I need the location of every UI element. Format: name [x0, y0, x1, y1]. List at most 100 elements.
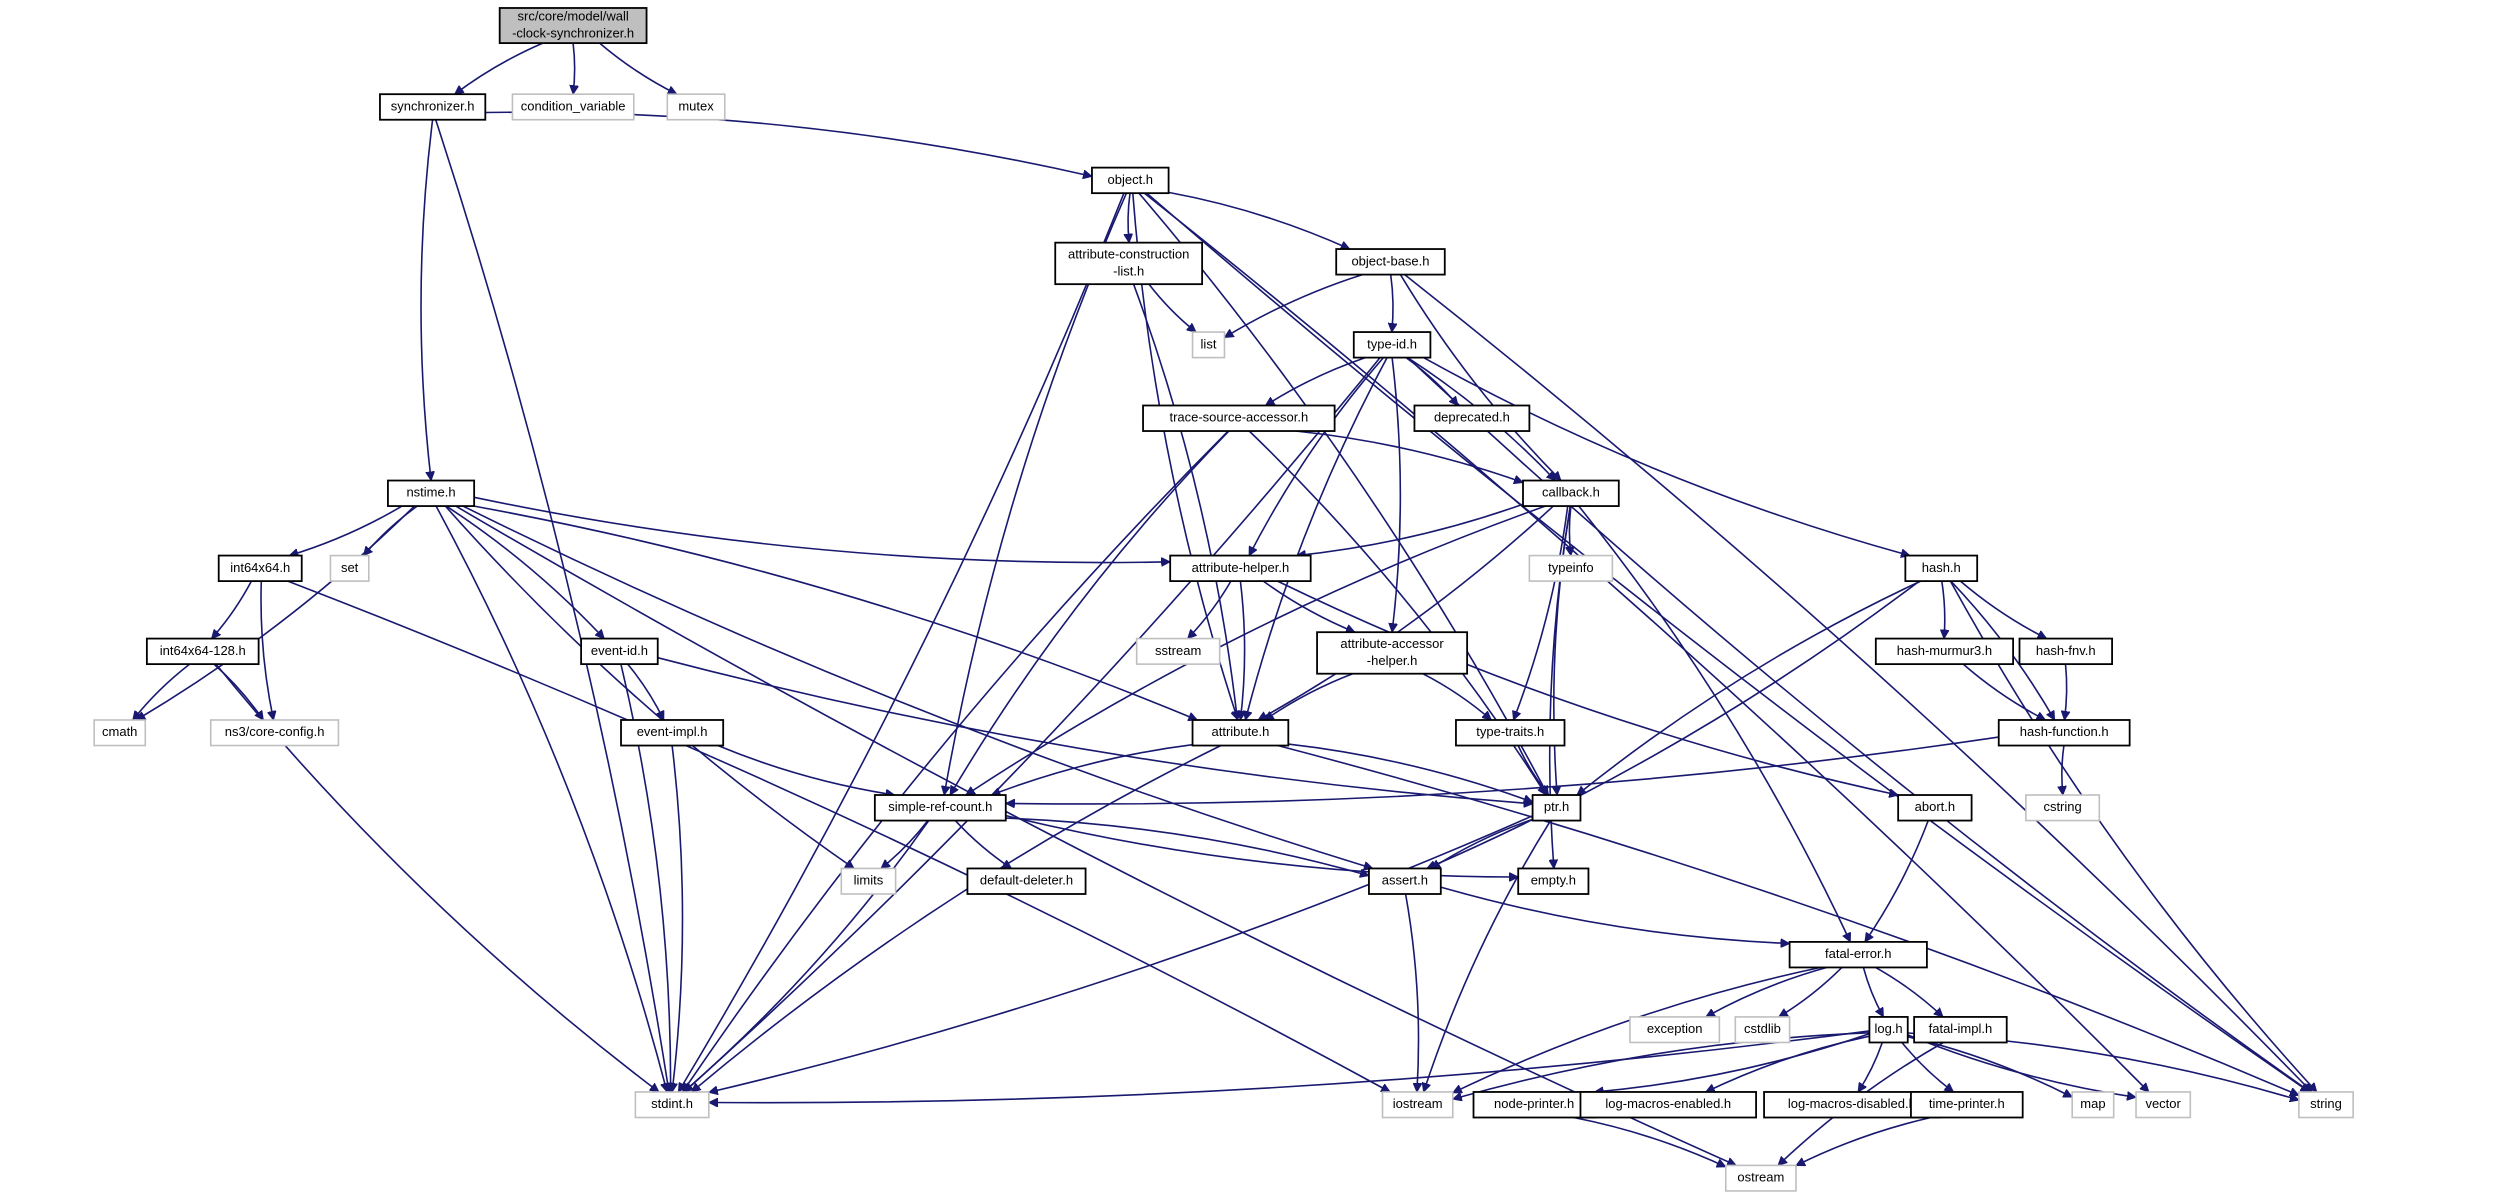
node-log[interactable]: log.h — [1868, 1016, 1909, 1044]
edge-object-to-vector — [1144, 192, 2149, 1092]
node-box — [1517, 867, 1590, 895]
edge-type_id-to-attr_accessor_helper — [1392, 357, 1402, 633]
node-root[interactable]: src/core/model/wall-clock-synchronizer.h — [498, 7, 648, 45]
node-label: object.h — [1108, 172, 1154, 187]
edge-nstime-to-stdint — [435, 505, 667, 1092]
node-type-id[interactable]: type-id.h — [1352, 331, 1432, 359]
edge-trace_source-to-callback — [1295, 430, 1523, 483]
edge-type_id-to-attribute_helper — [1248, 357, 1385, 556]
node-label: event-id.h — [591, 643, 648, 658]
edge-object-to-ptr — [1138, 192, 1549, 795]
node-box — [666, 93, 726, 121]
edge-ptr-to-iostream — [1424, 820, 1552, 1092]
node-label: assert.h — [1382, 873, 1428, 888]
node-label: typeinfo — [1548, 560, 1594, 575]
node-default-deleter[interactable]: default-deleter.h — [966, 867, 1087, 895]
node-box — [1191, 331, 1226, 359]
edge-object-to-string — [1146, 192, 2310, 1093]
edge-root-to-mutex — [599, 42, 677, 95]
node-attr-accessor-helper[interactable]: attribute-accessor-helper.h — [1316, 631, 1469, 675]
edge-log-to-stdint — [709, 1030, 1870, 1103]
edge-nstime-to-attribute — [473, 505, 1197, 720]
node-label: cstring — [2043, 799, 2081, 814]
node-callback[interactable]: callback.h — [1522, 479, 1620, 507]
node-iostream: iostream — [1381, 1091, 1454, 1119]
edge-int64x64-to-int64x64_128 — [212, 580, 253, 639]
node-simple-ref-count[interactable]: simple-ref-count.h — [873, 794, 1007, 822]
node-time-printer[interactable]: time-printer.h — [1910, 1091, 2024, 1119]
edge-hash_fnv-to-hash_function — [2064, 664, 2066, 720]
node-type-traits[interactable]: type-traits.h — [1455, 719, 1566, 747]
node-hash-murmur3[interactable]: hash-murmur3.h — [1874, 637, 2015, 666]
node-synchronizer[interactable]: synchronizer.h — [379, 93, 487, 121]
node-box — [1091, 166, 1170, 195]
node-box — [1191, 719, 1290, 747]
node-ptr[interactable]: ptr.h — [1531, 794, 1582, 822]
node-box — [873, 794, 1007, 822]
node-map: map — [2071, 1091, 2115, 1119]
node-box — [145, 637, 260, 666]
node-box — [1913, 1016, 2008, 1044]
node-attribute-helper[interactable]: attribute-helper.h — [1169, 554, 1312, 583]
node-int64x64-128[interactable]: int64x64-128.h — [145, 637, 260, 666]
node-assert[interactable]: assert.h — [1368, 867, 1442, 895]
node-box — [511, 93, 635, 121]
node-label: default-deleter.h — [980, 873, 1073, 888]
edge-nstime-to-limits — [444, 505, 854, 870]
node-fatal-error[interactable]: fatal-error.h — [1788, 940, 1928, 969]
edge-event_id-to-ptr — [657, 656, 1533, 804]
node-hash[interactable]: hash.h — [1904, 554, 1979, 583]
node-object-base[interactable]: object-base.h — [1335, 248, 1446, 276]
node-label: log-macros-enabled.h — [1605, 1096, 1731, 1111]
edge-object_base-to-list — [1225, 273, 1363, 339]
node-deprecated[interactable]: deprecated.h — [1413, 404, 1531, 432]
edge-int64x64_128-to-cmath — [133, 663, 191, 720]
node-label: object-base.h — [1351, 253, 1429, 268]
node-empty[interactable]: empty.h — [1517, 867, 1590, 895]
node-node-printer[interactable]: node-printer.h — [1472, 1091, 1596, 1119]
node-label: -helper.h — [1367, 653, 1418, 668]
node-box — [1897, 794, 1973, 822]
node-box — [1054, 241, 1204, 286]
node-label: type-traits.h — [1476, 724, 1544, 739]
node-exception: exception — [1629, 1016, 1721, 1044]
edge-simple_ref_count-to-default_deleter — [954, 820, 1011, 870]
edge-object_base-to-string — [1404, 273, 2312, 1092]
node-log-macros-enabled[interactable]: log-macros-enabled.h — [1579, 1091, 1757, 1119]
node-event-impl[interactable]: event-impl.h — [620, 719, 725, 747]
node-hash-fnv[interactable]: hash-fnv.h — [2018, 637, 2113, 666]
edge-object_base-to-callback — [1399, 274, 1561, 481]
node-label: empty.h — [1531, 873, 1576, 888]
node-attr-construction[interactable]: attribute-construction-list.h — [1054, 241, 1204, 286]
edge-type_id-to-attribute — [1245, 357, 1388, 720]
edge-callback-to-type_traits — [1514, 505, 1569, 720]
edge-callback-to-ptr — [1554, 505, 1572, 795]
edge-hash-to-assert — [1427, 580, 1920, 868]
node-box — [1352, 331, 1432, 359]
node-object[interactable]: object.h — [1091, 166, 1170, 195]
node-label: event-impl.h — [637, 724, 708, 739]
node-int64x64[interactable]: int64x64.h — [217, 554, 303, 583]
node-box — [1472, 1091, 1596, 1119]
node-hash-function[interactable]: hash-function.h — [1997, 719, 2131, 747]
edge-nstime-to-cmath — [136, 505, 415, 721]
node-nstime[interactable]: nstime.h — [387, 479, 476, 507]
node-abort[interactable]: abort.h — [1897, 794, 1973, 822]
node-label: log-macros-disabled.h — [1788, 1096, 1916, 1111]
node-event-id[interactable]: event-id.h — [580, 637, 659, 666]
edge-attribute-to-simple_ref_count — [991, 743, 1193, 795]
node-core-config: ns3/core-config.h — [209, 719, 340, 747]
node-string: string — [2298, 1091, 2354, 1119]
node-box — [1316, 631, 1469, 675]
node-trace-source[interactable]: trace-source-accessor.h — [1142, 404, 1336, 432]
node-cstring: cstring — [2025, 794, 2101, 822]
edge-log-to-time_printer — [1901, 1041, 1954, 1093]
node-label: abort.h — [1915, 799, 1955, 814]
edge-ptr-to-stdint — [709, 815, 1533, 1093]
edge-hash-to-hash_fnv — [1959, 580, 2046, 640]
node-box — [2135, 1091, 2192, 1119]
node-fatal-impl[interactable]: fatal-impl.h — [1913, 1016, 2008, 1044]
edge-callback-to-attribute — [1258, 505, 1554, 721]
node-box — [1381, 1091, 1454, 1119]
node-attribute[interactable]: attribute.h — [1191, 719, 1290, 747]
